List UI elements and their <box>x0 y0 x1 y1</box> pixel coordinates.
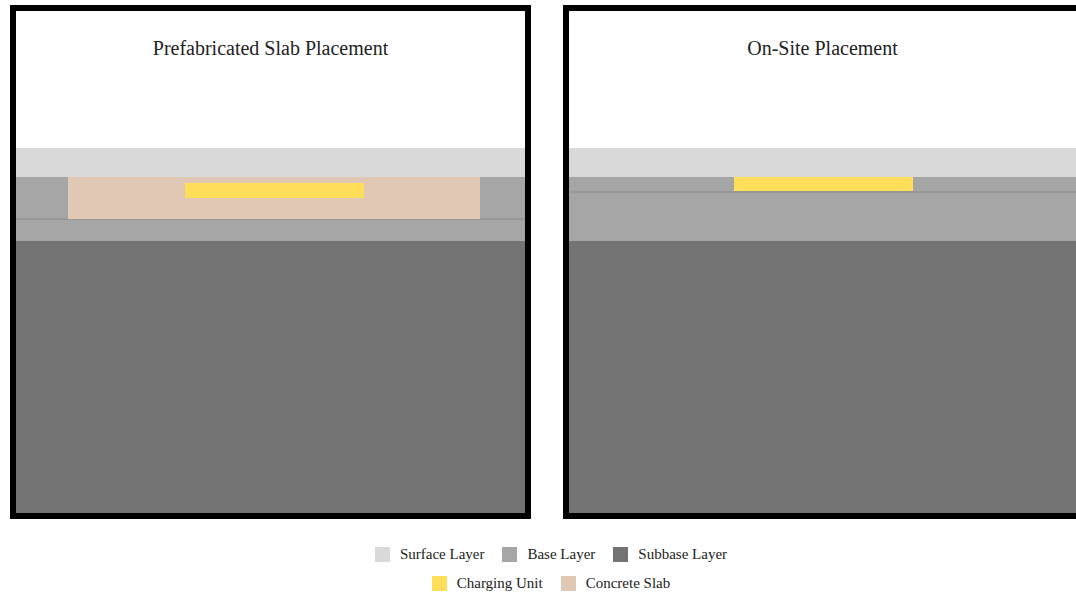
legend-item: Subbase Layer <box>613 546 727 563</box>
legend-swatch <box>432 576 447 591</box>
surface-layer <box>16 148 527 177</box>
legend-label: Surface Layer <box>400 546 485 563</box>
charging-unit <box>185 183 364 198</box>
charging-unit <box>734 177 913 191</box>
subbase-layer <box>569 241 1076 513</box>
panel-title: On-Site Placement <box>569 37 1076 60</box>
legend-item: Surface Layer <box>375 546 485 563</box>
legend-row: Surface Layer Base Layer Subbase Layer <box>0 540 1076 569</box>
base-layer <box>569 177 1076 241</box>
section-panel: Prefabricated Slab Placement <box>10 5 531 519</box>
legend-swatch <box>502 547 517 562</box>
legend-item: Charging Unit <box>432 575 543 592</box>
legend-swatch <box>561 576 576 591</box>
legend-label: Concrete Slab <box>586 575 671 592</box>
legend: Surface Layer Base Layer Subbase LayerChar… <box>0 540 1076 594</box>
legend-label: Charging Unit <box>457 575 543 592</box>
legend-label: Subbase Layer <box>638 546 727 563</box>
concrete-slab <box>68 177 480 219</box>
subbase-layer <box>16 241 527 513</box>
layer-line <box>569 192 1076 193</box>
surface-layer <box>569 148 1076 177</box>
legend-item: Base Layer <box>502 546 595 563</box>
onsite-section <box>569 148 1076 513</box>
section-panel: On-Site Placement <box>563 5 1076 519</box>
legend-row: Charging Unit Concrete Slab <box>0 569 1076 594</box>
panel-title: Prefabricated Slab Placement <box>16 37 525 60</box>
prefab-section <box>16 148 527 513</box>
legend-item: Concrete Slab <box>561 575 671 592</box>
base-layer <box>16 177 527 241</box>
legend-label: Base Layer <box>527 546 595 563</box>
legend-swatch <box>375 547 390 562</box>
legend-swatch <box>613 547 628 562</box>
